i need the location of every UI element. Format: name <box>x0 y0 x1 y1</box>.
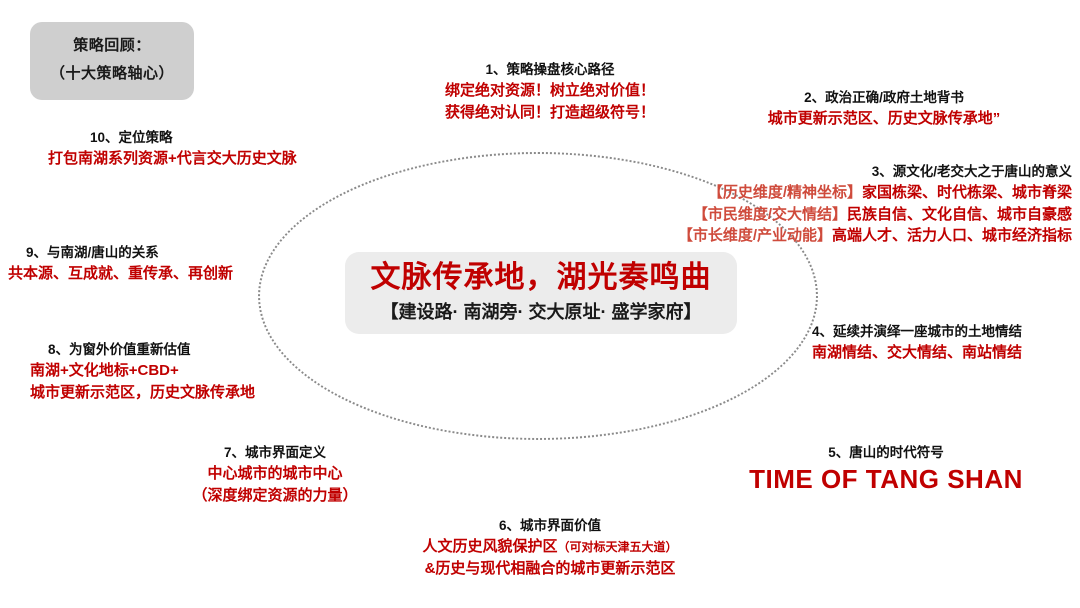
node-1-line-1: 绑定绝对资源！树立绝对价值！ <box>444 82 655 100</box>
node-3-line-2-prefix: 【市民维度/交大情结】 <box>692 205 847 223</box>
node-3-line-1-prefix: 【历史维度/精神坐标】 <box>707 184 862 202</box>
node-9-heading: 9、与南湖/唐山的关系 <box>26 245 159 260</box>
node-3-line-2: 【市民维度/交大情结】民族自信、文化自信、城市自豪感 <box>648 204 1072 225</box>
node-6-line-1-main: 人文历史风貌保护区 <box>422 538 558 556</box>
chip-line-2: （十大策略轴心） <box>49 64 174 82</box>
node-4-body: 南湖情结、交大情结、南站情结 <box>762 342 1072 363</box>
node-7-heading: 7、城市界面定义 <box>223 445 326 460</box>
center-headline: 文脉传承地，湖光奏鸣曲 <box>370 261 712 294</box>
node-3-line-2-text: 民族自信、文化自信、城市自豪感 <box>846 205 1072 223</box>
node-3-line-1-text: 家国栋梁、时代栋梁、城市脊梁 <box>861 184 1072 202</box>
node-10-line-1: 打包南湖系列资源+代言交大历史文脉 <box>48 150 297 168</box>
node-5-era-symbol: 5、唐山的时代符号 TIME OF TANG SHAN <box>746 443 1026 496</box>
node-1-core-path: 1、策略操盘核心路径 绑定绝对资源！树立绝对价值！ 获得绝对认同！打造超级符号！ <box>400 60 700 123</box>
node-6-line-2: &历史与现代相融合的城市更新示范区 <box>424 559 676 577</box>
node-1-heading: 1、策略操盘核心路径 <box>485 62 615 77</box>
node-1-line-2: 获得绝对认同！打造超级符号！ <box>444 103 655 121</box>
node-6-line-1: 人文历史风貌保护区（可对标天津五大道） <box>372 536 728 557</box>
node-5-english-slogan: TIME OF TANG SHAN <box>749 464 1023 495</box>
dotted-ellipse-outline <box>258 152 818 440</box>
node-3-line-3-text: 高端人才、活力人口、城市经济指标 <box>831 226 1072 244</box>
strategy-review-chip: 策略回顾： （十大策略轴心） <box>30 22 194 100</box>
node-2-body: 城市更新示范区、历史文脉传承地” <box>700 108 1068 129</box>
node-3-line-3-prefix: 【市长维度/产业动能】 <box>677 226 832 244</box>
node-8-revaluation: 8、为窗外价值重新估值 南湖+文化地标+CBD+ 城市更新示范区，历史文脉传承地 <box>30 340 330 403</box>
node-9-line-1: 共本源、互成就、重传承、再创新 <box>8 265 234 283</box>
node-7-body: 中心城市的城市中心 （深度绑定资源的力量） <box>140 463 410 506</box>
node-3-source-culture: 3、源文化/老交大之于唐山的意义 【历史维度/精神坐标】家国栋梁、时代栋梁、城市… <box>648 162 1072 246</box>
node-4-heading: 4、延续并演绎一座城市的土地情结 <box>811 324 1022 339</box>
node-2-line-1: 城市更新示范区、历史文脉传承地” <box>767 110 1001 128</box>
node-9-relationship: 9、与南湖/唐山的关系 共本源、互成就、重传承、再创新 <box>8 243 298 285</box>
node-7-line-2: （深度绑定资源的力量） <box>192 486 358 504</box>
node-6-interface-value: 6、城市界面价值 人文历史风貌保护区（可对标天津五大道） &历史与现代相融合的城… <box>372 516 728 579</box>
node-3-body: 【历史维度/精神坐标】家国栋梁、时代栋梁、城市脊梁 【市民维度/交大情结】民族自… <box>648 182 1072 246</box>
node-10-positioning-strategy: 10、定位策略 打包南湖系列资源+代言交大历史文脉 <box>48 128 388 170</box>
node-4-line-1: 南湖情结、交大情结、南站情结 <box>811 344 1022 362</box>
node-6-line-1-paren: （可对标天津五大道） <box>557 540 678 555</box>
node-4-land-complex: 4、延续并演绎一座城市的土地情结 南湖情结、交大情结、南站情结 <box>762 322 1072 364</box>
chip-line-1: 策略回顾： <box>73 37 151 54</box>
node-5-heading: 5、唐山的时代符号 <box>828 445 944 460</box>
node-1-body: 绑定绝对资源！树立绝对价值！ 获得绝对认同！打造超级符号！ <box>400 80 700 123</box>
node-8-line-2: 城市更新示范区，历史文脉传承地 <box>30 383 256 401</box>
node-7-interface-definition: 7、城市界面定义 中心城市的城市中心 （深度绑定资源的力量） <box>140 443 410 506</box>
node-6-heading: 6、城市界面价值 <box>498 518 601 533</box>
node-8-heading: 8、为窗外价值重新估值 <box>48 342 191 357</box>
node-2-political-endorsement: 2、政治正确/政府土地背书 城市更新示范区、历史文脉传承地” <box>700 88 1068 130</box>
node-10-body: 打包南湖系列资源+代言交大历史文脉 <box>48 148 388 169</box>
node-2-heading: 2、政治正确/政府土地背书 <box>804 90 964 105</box>
node-9-body: 共本源、互成就、重传承、再创新 <box>8 263 298 284</box>
node-8-line-1: 南湖+文化地标+CBD+ <box>30 362 179 380</box>
node-8-body: 南湖+文化地标+CBD+ 城市更新示范区，历史文脉传承地 <box>30 360 330 403</box>
node-10-heading: 10、定位策略 <box>90 130 173 145</box>
node-3-heading: 3、源文化/老交大之于唐山的意义 <box>871 164 1072 179</box>
node-3-line-3: 【市长维度/产业动能】高端人才、活力人口、城市经济指标 <box>648 225 1072 246</box>
center-banner: 文脉传承地，湖光奏鸣曲 【建设路· 南湖旁· 交大原址· 盛学家府】 <box>345 252 737 334</box>
center-subline: 【建设路· 南湖旁· 交大原址· 盛学家府】 <box>380 301 702 322</box>
node-3-line-1: 【历史维度/精神坐标】家国栋梁、时代栋梁、城市脊梁 <box>648 182 1072 203</box>
node-6-body: 人文历史风貌保护区（可对标天津五大道） &历史与现代相融合的城市更新示范区 <box>372 536 728 579</box>
node-7-line-1: 中心城市的城市中心 <box>207 465 343 483</box>
